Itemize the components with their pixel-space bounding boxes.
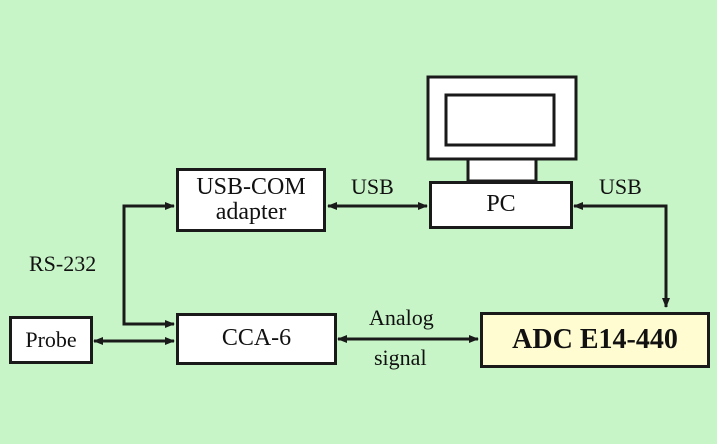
usb-link-pc-adc xyxy=(573,202,670,308)
analog-label: Analog xyxy=(369,305,434,330)
rs232-link xyxy=(122,202,175,328)
usb-com-line1: USB-COM xyxy=(196,173,306,200)
usb-label-right: USB xyxy=(599,174,642,199)
pc-block: PC xyxy=(429,181,573,229)
probe-block: Probe xyxy=(9,316,93,364)
signal-label: signal xyxy=(374,345,427,370)
usb-label-left: USB xyxy=(351,174,394,199)
monitor-icon xyxy=(426,75,578,183)
cca-6-block: CCA-6 xyxy=(176,313,337,365)
usb-com-adapter-block: USB-COM adapter xyxy=(176,168,326,232)
adc-block: ADC E14-440 xyxy=(480,312,710,368)
usb-com-line2: adapter xyxy=(215,199,287,225)
cca-6-label: CCA-6 xyxy=(221,325,292,352)
probe-label: Probe xyxy=(25,327,77,353)
pc-label: PC xyxy=(486,191,516,218)
rs232-label: RS-232 xyxy=(29,251,97,276)
adc-label: ADC E14-440 xyxy=(512,324,678,356)
